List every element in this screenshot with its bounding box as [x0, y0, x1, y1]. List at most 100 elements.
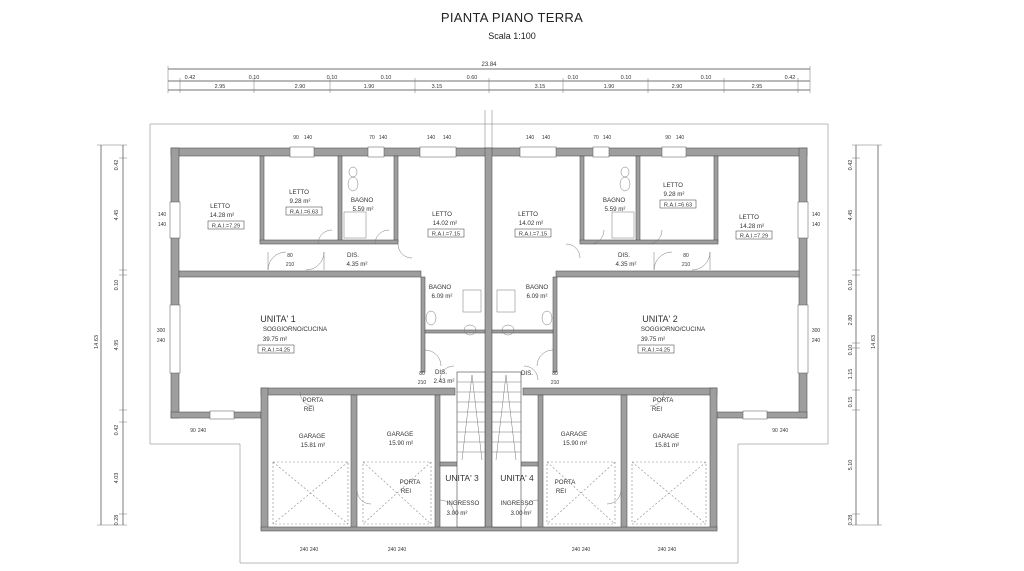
u2-bagno-a-area: 5.59 m²: [605, 206, 626, 213]
door-u2-1-b: 210: [682, 262, 691, 268]
u2-dis-name: DIS.: [618, 252, 630, 259]
dim-top-r1-3: 0.10: [381, 75, 392, 81]
win-right-1-a: 140: [812, 212, 821, 218]
u1-bagno-b-name: BAGNO: [429, 284, 452, 291]
dim-top-r2-5: 1.90: [604, 84, 615, 90]
dim-left-total: 14.63: [94, 335, 100, 349]
u1-bagno-b-area: 6.09 m²: [432, 293, 453, 300]
u1-soggiorno-area: 39.75 m²: [263, 336, 287, 343]
door-u1-1-b: 210: [286, 262, 295, 268]
porta-rei-2-a: PORTA: [653, 397, 675, 404]
porta-rei-3-a: PORTA: [400, 479, 422, 486]
door-u2-2-b: 210: [551, 380, 560, 386]
door-u1-2-a: 80: [419, 371, 425, 377]
u1-dis2-area: 2.43 m²: [434, 378, 455, 385]
porta-rei-4-a: PORTA: [555, 479, 577, 486]
dim-right-5: 1.15: [848, 369, 854, 380]
u1-letto-c-rai: R.A.I.=7.15: [432, 232, 460, 238]
u2-letto-c-name: LETTO: [518, 211, 538, 218]
win-top-3-a: 140: [427, 135, 436, 141]
garage-door-2-b: 240: [398, 547, 407, 553]
dim-right-7: 5.10: [848, 460, 854, 471]
garage-door-1-a: 240: [300, 547, 309, 553]
dim-left-5: 4.03: [114, 473, 120, 484]
u2-soggiorno-name: SOGGIORNO/CUCINA: [641, 326, 706, 333]
dim-top-r2-7: 2.95: [752, 84, 763, 90]
garage-door-2-a: 240: [388, 547, 397, 553]
dim-right-1: 4.45: [848, 210, 854, 221]
u2-dis-area: 4.35 m²: [616, 261, 637, 268]
garage3-name: GARAGE: [561, 431, 587, 438]
dim-top-r2-2: 1.90: [364, 84, 375, 90]
door-ext-right-a: 90: [772, 428, 778, 434]
win-top-2-a: 70: [369, 135, 375, 141]
dim-top-r2-4: 3.15: [535, 84, 546, 90]
overall-width-label: 23.84: [481, 62, 497, 68]
u4-unit-label: UNITA' 4: [500, 473, 534, 483]
garage-door-4-b: 240: [668, 547, 677, 553]
porta-rei-1-a: PORTA: [303, 397, 325, 404]
u1-soggiorno-rai: R.A.I.=4.25: [262, 348, 290, 354]
u1-letto-b-rai: R.A.I.=6.63: [290, 210, 318, 216]
drawing-scale: Scala 1:100: [488, 31, 536, 41]
porta-rei-3-b: REI: [401, 488, 412, 495]
u1-letto-b-name: LETTO: [289, 189, 309, 196]
dim-top-r2-1: 2.90: [295, 84, 306, 90]
porta-rei-4-b: REI: [556, 488, 567, 495]
garage-door-4-a: 240: [658, 547, 667, 553]
dim-top-r1-0: 0.42: [185, 75, 196, 81]
u1-unit-label: UNITA' 1: [260, 314, 296, 324]
door-ext-left-a: 90: [190, 428, 196, 434]
win-top-6-b: 140: [676, 135, 685, 141]
u2-letto-b-name: LETTO: [663, 182, 683, 189]
porta-rei-2-b: REI: [652, 406, 663, 413]
u2-unit-label: UNITA' 2: [642, 314, 678, 324]
door-u1-1-a: 80: [287, 253, 293, 259]
dim-top-r1-1: 0.10: [249, 75, 260, 81]
win-top-6-a: 90: [665, 135, 671, 141]
dim-top-r2-6: 2.90: [672, 84, 683, 90]
garage1-name: GARAGE: [299, 433, 325, 440]
right-dimensions: 0.42 4.45 0.10 2.80 0.10 1.15 0.15 5.10 …: [848, 144, 882, 526]
dim-right-8: 0.28: [848, 515, 854, 526]
dim-top-r2-3: 3.15: [432, 84, 443, 90]
garage4-area: 15.81 m²: [655, 442, 679, 449]
dim-top-r1-5: 0.10: [568, 75, 579, 81]
u2-bagno-b-name: BAGNO: [526, 284, 549, 291]
u1-bagno-a-area: 5.59 m²: [353, 206, 374, 213]
u1-letto-b-area: 9.28 m²: [290, 198, 311, 205]
walls: [170, 147, 808, 532]
door-ext-left-b: 240: [198, 428, 207, 434]
u2-letto-b-area: 9.28 m²: [664, 191, 685, 198]
u1-letto-a-area: 14.28 m²: [210, 212, 234, 219]
left-dimensions: 0.42 4.45 0.10 4.95 0.42 4.03 0.28 14.63: [94, 144, 127, 526]
drawing-title: PIANTA PIANO TERRA: [440, 10, 584, 25]
windows: [169, 146, 809, 420]
garage-door-3-b: 240: [582, 547, 591, 553]
dim-top-r2-0: 2.95: [215, 84, 226, 90]
garage-door-1-b: 240: [310, 547, 319, 553]
garage1-area: 15.81 m²: [301, 442, 325, 449]
garage2-area: 15.90 m²: [389, 440, 413, 447]
dim-left-0: 0.42: [114, 160, 120, 171]
dim-left-4: 0.42: [114, 425, 120, 436]
u2-letto-b-rai: R.A.I.=6.63: [664, 203, 692, 209]
dim-right-3: 2.80: [848, 315, 854, 326]
opening-dimensions: 90 140 70 140 140 140 140 140 70 140 90 …: [157, 135, 821, 553]
dim-left-6: 0.28: [114, 515, 120, 526]
win-right-1-b: 140: [812, 222, 821, 228]
garage2-name: GARAGE: [387, 431, 413, 438]
u1-bagno-a-name: BAGNO: [351, 197, 374, 204]
dim-left-3: 4.95: [114, 340, 120, 351]
dim-left-2: 0.10: [114, 280, 120, 291]
dim-left-1: 4.45: [114, 210, 120, 221]
u1-letto-c-name: LETTO: [432, 211, 452, 218]
u2-bagno-a-name: BAGNO: [603, 197, 626, 204]
dim-right-4: 0.10: [848, 345, 854, 356]
u1-soggiorno-name: SOGGIORNO/CUCINA: [263, 326, 328, 333]
win-right-2-b: 240: [812, 338, 821, 344]
dim-top-r1-4: 0.60: [467, 75, 478, 81]
u2-soggiorno-area: 39.75 m²: [641, 336, 665, 343]
win-right-2-a: 300: [812, 328, 821, 334]
